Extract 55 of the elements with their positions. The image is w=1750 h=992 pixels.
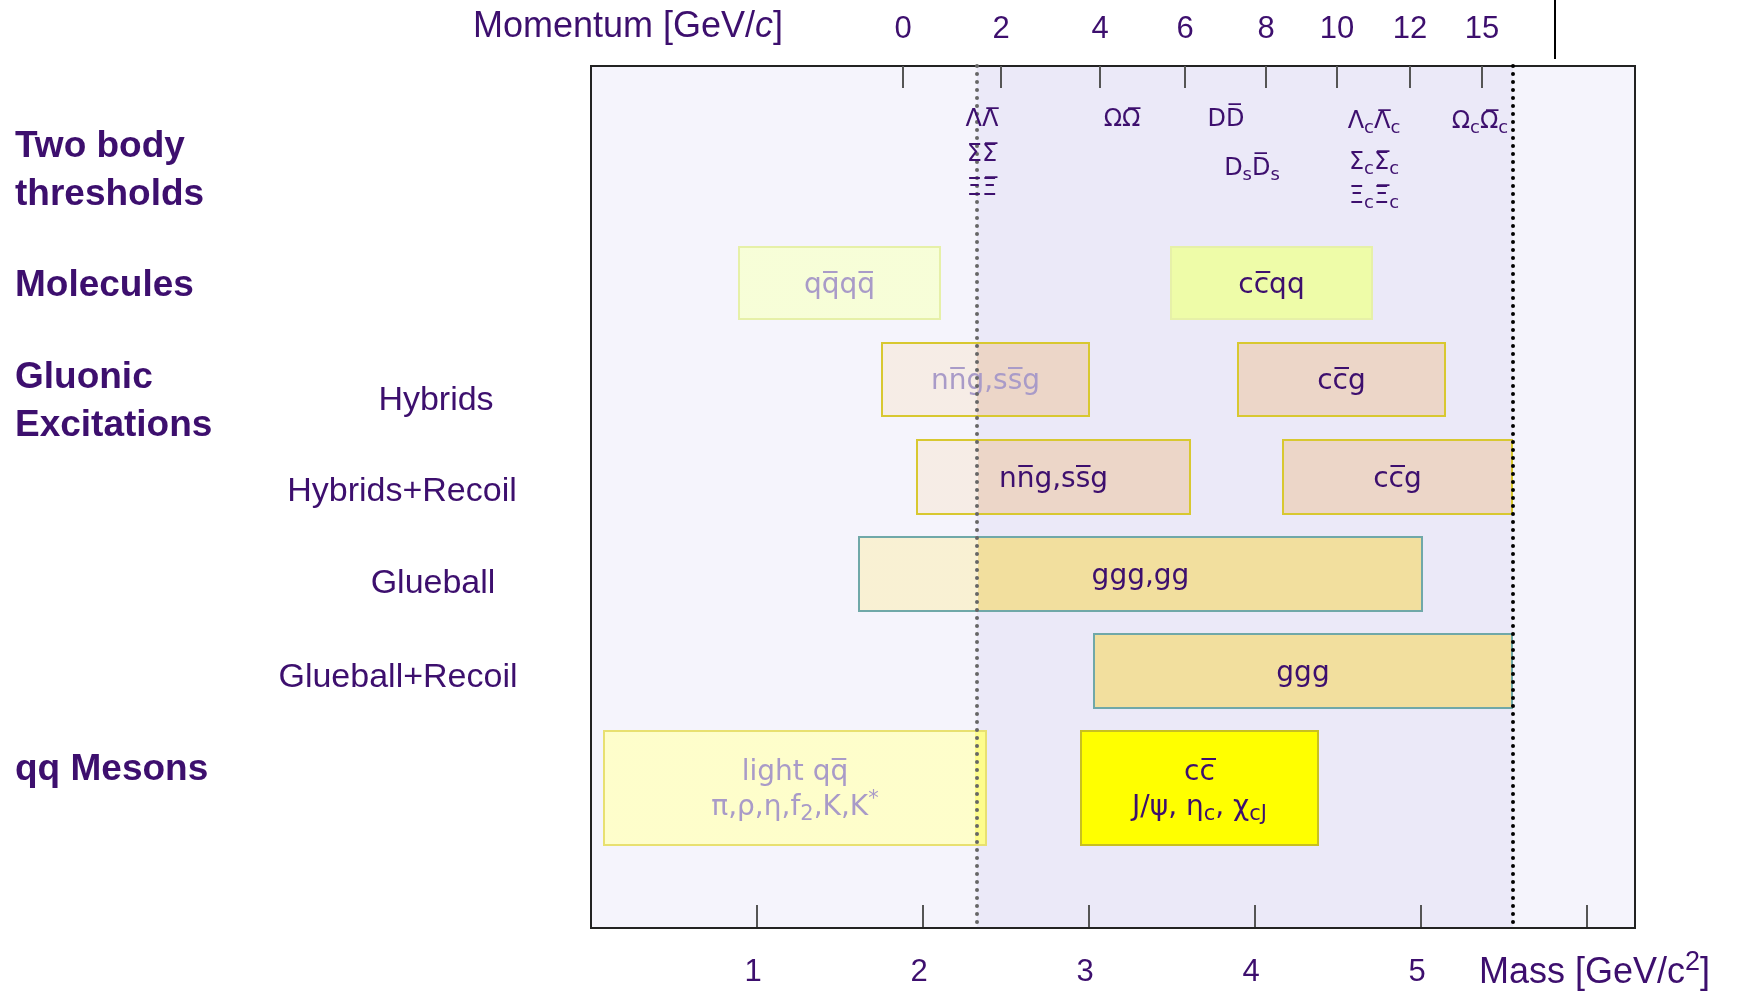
range-box: [1080, 730, 1319, 846]
box-label: nn̅g,ss̅g: [998, 459, 1109, 495]
label-text: 3: [1076, 951, 1094, 990]
label-text: ΛΛ̅: [965, 103, 999, 134]
box-label: ggg,gg: [1091, 556, 1190, 592]
label-text: Glueball+Recoil: [278, 654, 518, 696]
label-text: Hybrids: [378, 377, 494, 419]
label-text: Two body thresholds: [15, 122, 206, 215]
range-box: [603, 730, 987, 846]
label-text: Momentum [GeV/c]: [472, 3, 784, 47]
label-text: Λ$_{c}$Λ̅$_{c}$: [1347, 105, 1401, 138]
range-box: [1093, 633, 1513, 709]
label-text: Σ$_{c}$Σ̅$_{c}$: [1348, 146, 1400, 179]
box-label: nn̅g,ss̅g: [930, 362, 1041, 397]
box-label: ggg: [1276, 653, 1330, 689]
label-text: D$_{s}$D̅$_{s}$: [1224, 151, 1280, 185]
range-box: [916, 439, 1191, 515]
box-label: qq̅qq̅: [803, 265, 876, 301]
label-text: ΞΞ̅: [966, 172, 998, 203]
label-text: ΩΩ̅: [1103, 103, 1141, 134]
box-label: cc̅: [1184, 753, 1215, 788]
label-text: Gluonic Excitations: [15, 353, 214, 446]
label-text: 2: [992, 8, 1010, 47]
range-box: [738, 246, 941, 320]
label-text: 12: [1392, 8, 1428, 47]
label-text: qq Mesons: [15, 745, 210, 790]
box-label: cc̅g: [1373, 459, 1422, 495]
box-label: π,ρ,η,f$_{2}$,K,K$^{*}$: [711, 788, 879, 823]
range-box: [881, 342, 1090, 417]
label-text: 15: [1464, 8, 1500, 47]
label-text: Ξ$_{c}$Ξ̅$_{c}$: [1348, 180, 1400, 213]
box-label: light qq̅: [741, 753, 849, 788]
label-text: Molecules: [15, 261, 195, 306]
box-label: cc̅g: [1317, 362, 1366, 397]
label-text: Mass [GeV/c$^{2}$]: [1479, 944, 1711, 992]
label-text: 1: [744, 951, 762, 990]
label-text: ΣΣ̅: [966, 138, 998, 169]
label-text: DD̅: [1207, 102, 1245, 134]
label-text: 4: [1242, 951, 1260, 990]
label-text: 2: [910, 951, 928, 990]
range-box: [1170, 246, 1373, 320]
label-text: 5: [1408, 951, 1426, 990]
label-text: 8: [1257, 8, 1275, 47]
label-text: Hybrids+Recoil: [287, 468, 517, 510]
label-text: Glueball: [370, 560, 496, 602]
range-box: [858, 536, 1423, 612]
label-text: 6: [1176, 8, 1194, 47]
label-text: 4: [1091, 8, 1109, 47]
label-text: 0: [894, 8, 912, 47]
range-box: [1282, 439, 1513, 515]
box-label: cc̅qq: [1238, 265, 1305, 301]
label-text: 10: [1319, 8, 1355, 47]
box-label: J/ψ, η$_{c}$, χ$_{cJ}$: [1132, 788, 1267, 823]
label-text: Ω$_{c}$Ω̅$_{c}$: [1451, 105, 1509, 138]
range-box: [1237, 342, 1446, 417]
